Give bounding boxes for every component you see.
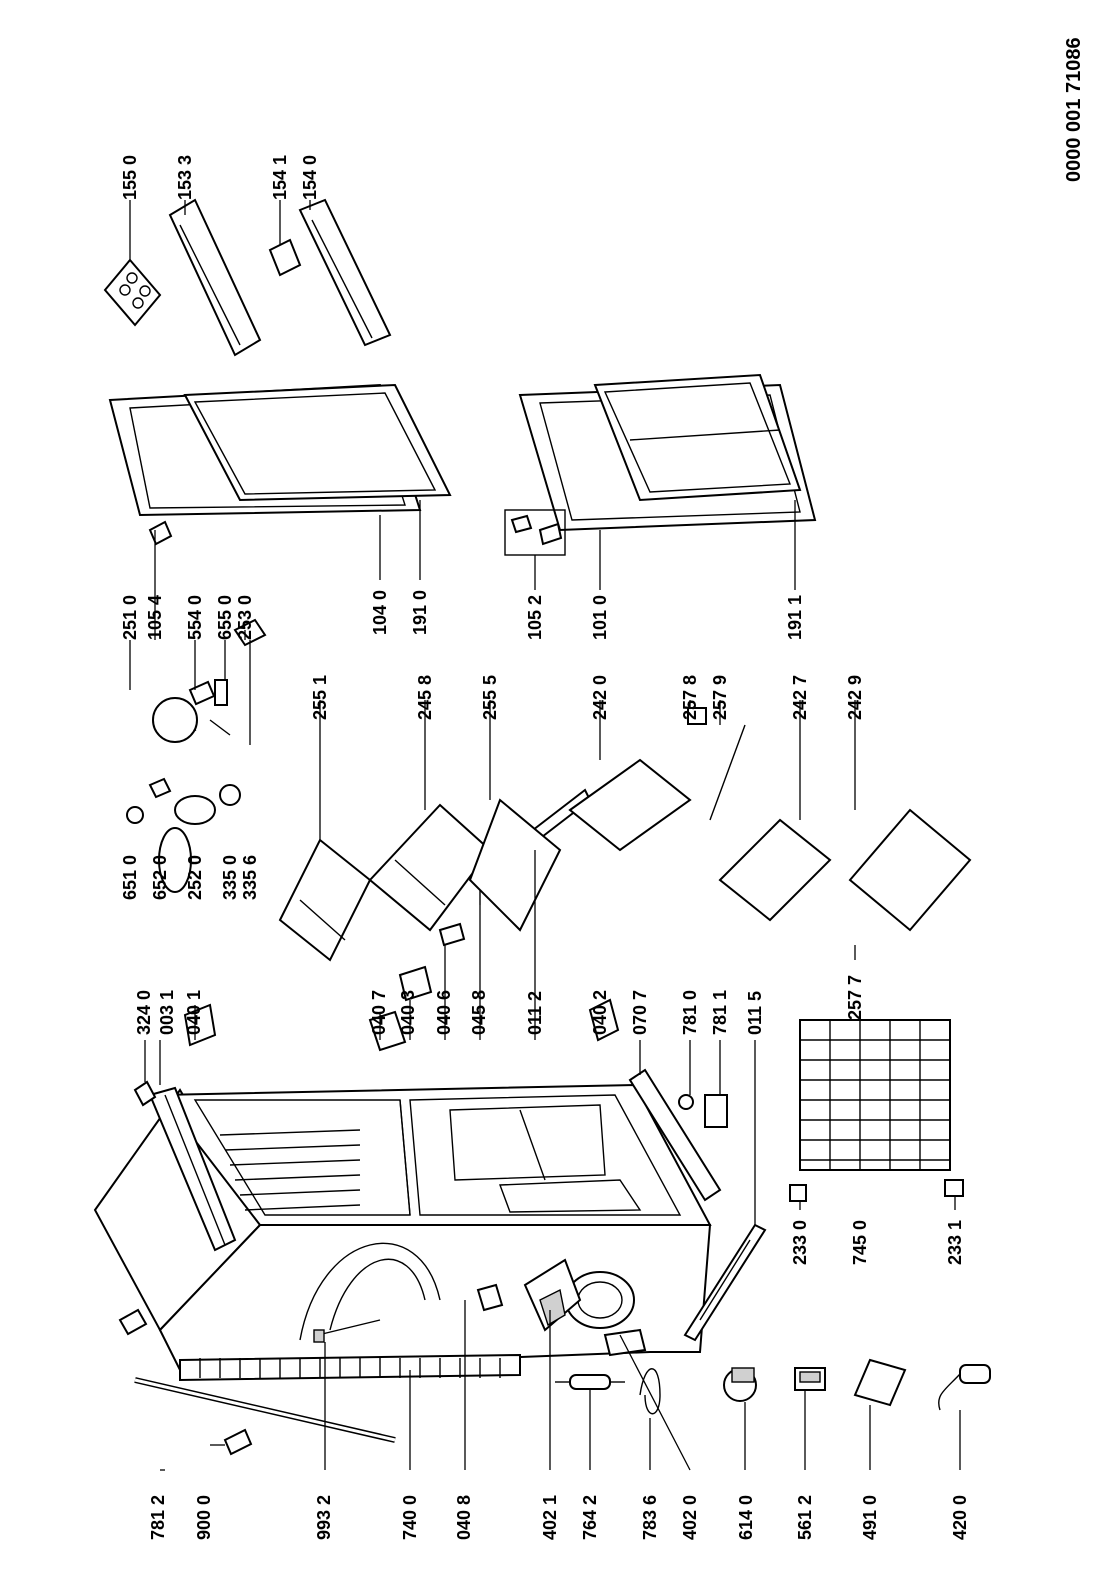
part-label-3350: 335 0 bbox=[220, 855, 240, 900]
freezer-basket-grid bbox=[799, 1019, 951, 1171]
part-label-7810: 781 0 bbox=[680, 990, 700, 1035]
part-label-1054: 105 4 bbox=[145, 595, 165, 640]
part-label-7642: 764 2 bbox=[580, 1495, 600, 1540]
part-label-0112: 011 2 bbox=[525, 991, 545, 1035]
part-label-9932: 993 2 bbox=[314, 1495, 334, 1540]
part-label-4021: 402 1 bbox=[540, 1495, 560, 1540]
part-labels: 781 2 900 0 993 2 740 0 040 8 402 1 764 … bbox=[120, 155, 970, 1540]
part-label-1550: 155 0 bbox=[120, 155, 140, 200]
document-number: 0000 001 71086 bbox=[1063, 37, 1085, 182]
part-label-2530: 253 0 bbox=[235, 595, 255, 640]
part-label-0031: 003 1 bbox=[157, 990, 177, 1035]
part-label-2520: 252 0 bbox=[185, 855, 205, 900]
part-label-2331: 233 1 bbox=[945, 1220, 965, 1265]
part-label-1911: 191 1 bbox=[785, 595, 805, 640]
part-label-2578: 257 8 bbox=[680, 675, 700, 720]
part-label-5612: 561 2 bbox=[795, 1495, 815, 1540]
part-label-4200: 420 0 bbox=[950, 1495, 970, 1540]
part-label-1541: 154 1 bbox=[270, 155, 290, 200]
part-label-4020: 402 0 bbox=[680, 1495, 700, 1540]
part-label-0406: 040 6 bbox=[434, 990, 454, 1035]
part-label-6550: 655 0 bbox=[215, 595, 235, 640]
part-label-6510: 651 0 bbox=[120, 855, 140, 900]
crisper-drawers bbox=[568, 707, 972, 932]
part-label-2551: 255 1 bbox=[310, 675, 330, 720]
part-label-7450: 745 0 bbox=[850, 1220, 870, 1265]
part-label-0407: 040 7 bbox=[369, 990, 389, 1035]
part-label-7812: 781 2 bbox=[148, 1495, 168, 1540]
part-label-5540: 554 0 bbox=[185, 595, 205, 640]
part-label-0403: 040 3 bbox=[398, 990, 418, 1035]
part-label-0401: 040 1 bbox=[184, 990, 204, 1035]
doors bbox=[108, 373, 817, 556]
part-label-1533: 153 3 bbox=[175, 155, 195, 200]
hinge-parts bbox=[133, 788, 722, 1202]
part-label-7811: 781 1 bbox=[710, 990, 730, 1035]
part-label-2420: 242 0 bbox=[590, 675, 610, 720]
part-label-0115: 011 5 bbox=[745, 991, 765, 1035]
part-label-2510: 251 0 bbox=[120, 595, 140, 640]
rod bbox=[134, 1377, 396, 1443]
part-label-0707: 070 7 bbox=[630, 990, 650, 1035]
part-label-2427: 242 7 bbox=[790, 675, 810, 720]
part-label-2330: 233 0 bbox=[790, 1220, 810, 1265]
part-label-1052: 105 2 bbox=[525, 595, 545, 640]
part-label-0408: 040 8 bbox=[454, 1495, 474, 1540]
part-label-7400: 740 0 bbox=[400, 1495, 420, 1540]
part-label-1540: 154 0 bbox=[300, 155, 320, 200]
cabinet-body bbox=[93, 1083, 712, 1372]
part-label-2458: 245 8 bbox=[415, 675, 435, 720]
part-label-1010: 101 0 bbox=[590, 595, 610, 640]
part-label-9000: 900 0 bbox=[194, 1495, 214, 1540]
door-racks bbox=[103, 198, 392, 357]
small-parts-left bbox=[223, 1283, 991, 1456]
part-label-6140: 614 0 bbox=[736, 1495, 756, 1540]
condenser bbox=[179, 1353, 521, 1382]
part-label-0458: 045 8 bbox=[469, 990, 489, 1035]
part-label-3240: 324 0 bbox=[134, 990, 154, 1035]
leader-lines bbox=[129, 200, 961, 1471]
part-label-2577: 257 7 bbox=[845, 975, 865, 1020]
part-label-0402: 040 2 bbox=[590, 990, 610, 1035]
part-label-2579: 257 9 bbox=[710, 675, 730, 720]
rear-strip-0115 bbox=[683, 1223, 767, 1342]
part-label-4910: 491 0 bbox=[860, 1495, 880, 1540]
part-label-2429: 242 9 bbox=[845, 675, 865, 720]
part-label-7836: 783 6 bbox=[640, 1495, 660, 1540]
compressor-assembly bbox=[523, 1258, 647, 1357]
part-label-1910: 191 0 bbox=[410, 590, 430, 635]
part-label-3356: 335 6 bbox=[240, 855, 260, 900]
part-label-2555: 255 5 bbox=[480, 675, 500, 720]
part-label-1040: 104 0 bbox=[370, 590, 390, 635]
part-label-6520: 652 0 bbox=[150, 855, 170, 900]
shelves bbox=[278, 798, 562, 962]
control-parts bbox=[118, 618, 964, 1336]
